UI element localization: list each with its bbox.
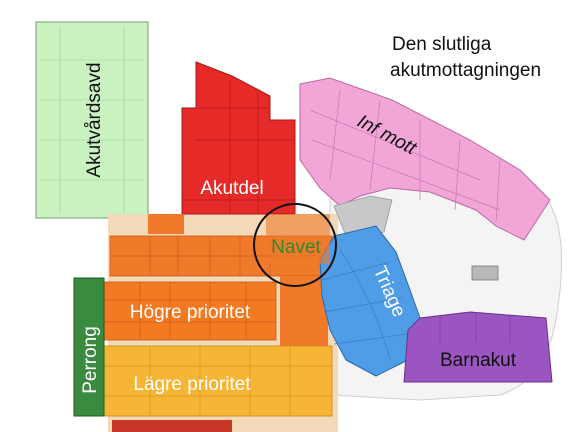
zone-akutvardsavd <box>35 21 149 219</box>
akutvardsavd-grid <box>40 26 144 214</box>
barnakut-grid <box>439 314 511 342</box>
zone-bottom-strip <box>112 420 232 432</box>
navet-circle <box>253 203 337 287</box>
zone-orange-column <box>280 276 328 346</box>
zone-lagre-prioritet <box>103 345 333 417</box>
zone-inf-mott <box>299 77 551 241</box>
hogre-grid <box>104 282 276 340</box>
label-hogre-prioritet: Högre prioritet <box>130 302 251 323</box>
label-barnakut: Barnakut <box>440 350 517 371</box>
zone-perrong <box>73 277 105 417</box>
zone-navet <box>266 214 330 264</box>
zone-barnakut <box>403 311 553 383</box>
zone-orange-left <box>148 214 184 234</box>
zone-gray-connector <box>333 195 393 237</box>
caption-line-2: akutmottagningen <box>390 60 541 81</box>
akutdel-grid <box>182 80 295 214</box>
caption-line-1: Den slutliga <box>392 34 492 55</box>
lagre-grid <box>104 346 332 416</box>
zone-triage <box>319 225 421 377</box>
label-akutdel: Akutdel <box>200 178 263 199</box>
label-lagre-prioritet: Lägre prioritet <box>133 374 251 395</box>
label-navet: Navet <box>271 237 321 258</box>
ring-center-box <box>471 265 499 281</box>
inf-mott-grid <box>309 89 501 223</box>
zone-hogre-prioritet <box>103 281 277 341</box>
label-perrong: Perrong <box>80 326 101 394</box>
label-akutvardsavd: Akutvårdsavd <box>84 62 105 177</box>
triage-grid <box>321 249 409 361</box>
